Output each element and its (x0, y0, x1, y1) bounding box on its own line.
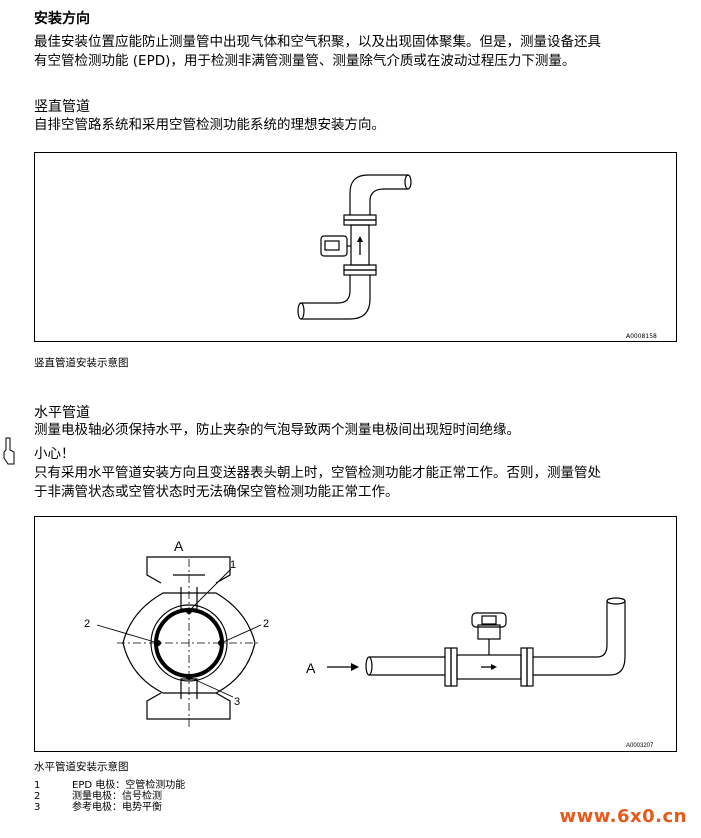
flow-arrow-icon (357, 236, 363, 255)
vertical-figure-code: A0008158 (626, 333, 657, 340)
intro-paragraph: 最佳安装位置应能防止测量管中出现气体和空气积聚，以及出现固体聚集。但是，测量设备… (34, 33, 674, 71)
label-2-right: 2 (263, 618, 269, 630)
view-label-a: A (174, 538, 184, 554)
caution-title: 小心！ (34, 446, 75, 462)
horizontal-pipe-run (365, 597, 626, 687)
caution-line-2: 于非满管状态或空管状态时无法确保空管检测功能正常工作。 (34, 484, 399, 500)
label-1: 1 (230, 559, 236, 571)
vertical-caption: 竖直管道安装示意图 (34, 357, 129, 369)
vertical-heading: 竖直管道 (34, 99, 90, 115)
watermark: www.6x0.cn (559, 806, 687, 827)
intro-line-1: 最佳安装位置应能防止测量管中出现气体和空气积聚，以及出现固体聚集。但是，测量设备… (34, 34, 601, 50)
horizontal-figure-code: A0003207 (626, 743, 654, 749)
label-3: 3 (234, 696, 240, 708)
horizontal-heading: 水平管道 (34, 405, 90, 421)
label-2-left: 2 (84, 618, 90, 630)
horizontal-caption: 水平管道安装示意图 (34, 761, 129, 773)
caution-paragraph: 只有采用水平管道安装方向且变送器表头朝上时，空管检测功能才能正常工作。否则，测量… (34, 464, 674, 502)
side-view-label-a: A (306, 660, 316, 676)
horizontal-pipe-diagram: A 1 2 2 3 A (84, 538, 654, 749)
caution-line-1: 只有采用水平管道安装方向且变送器表头朝上时，空管检测功能才能正常工作。否则，测量… (34, 465, 601, 481)
flow-arrow-icon (481, 664, 497, 670)
section-title: 安装方向 (34, 11, 90, 27)
vertical-figure: A0008158 (34, 152, 677, 342)
intro-line-2: 有空管检测功能 (EPD)，用于检测非满管测量管、测量除气介质或在波动过程压力下… (34, 53, 576, 69)
horizontal-text: 测量电极轴必须保持水平，防止夹杂的气泡导致两个测量电极间出现短时间绝缘。 (34, 422, 520, 438)
vertical-pipe-diagram: A0008158 (297, 174, 657, 340)
horizontal-figure: A 1 2 2 3 A (34, 516, 677, 752)
vertical-text: 自排空管路系统和采用空管检测功能系统的理想安装方向。 (34, 117, 385, 133)
pointing-hand-icon (3, 437, 15, 465)
